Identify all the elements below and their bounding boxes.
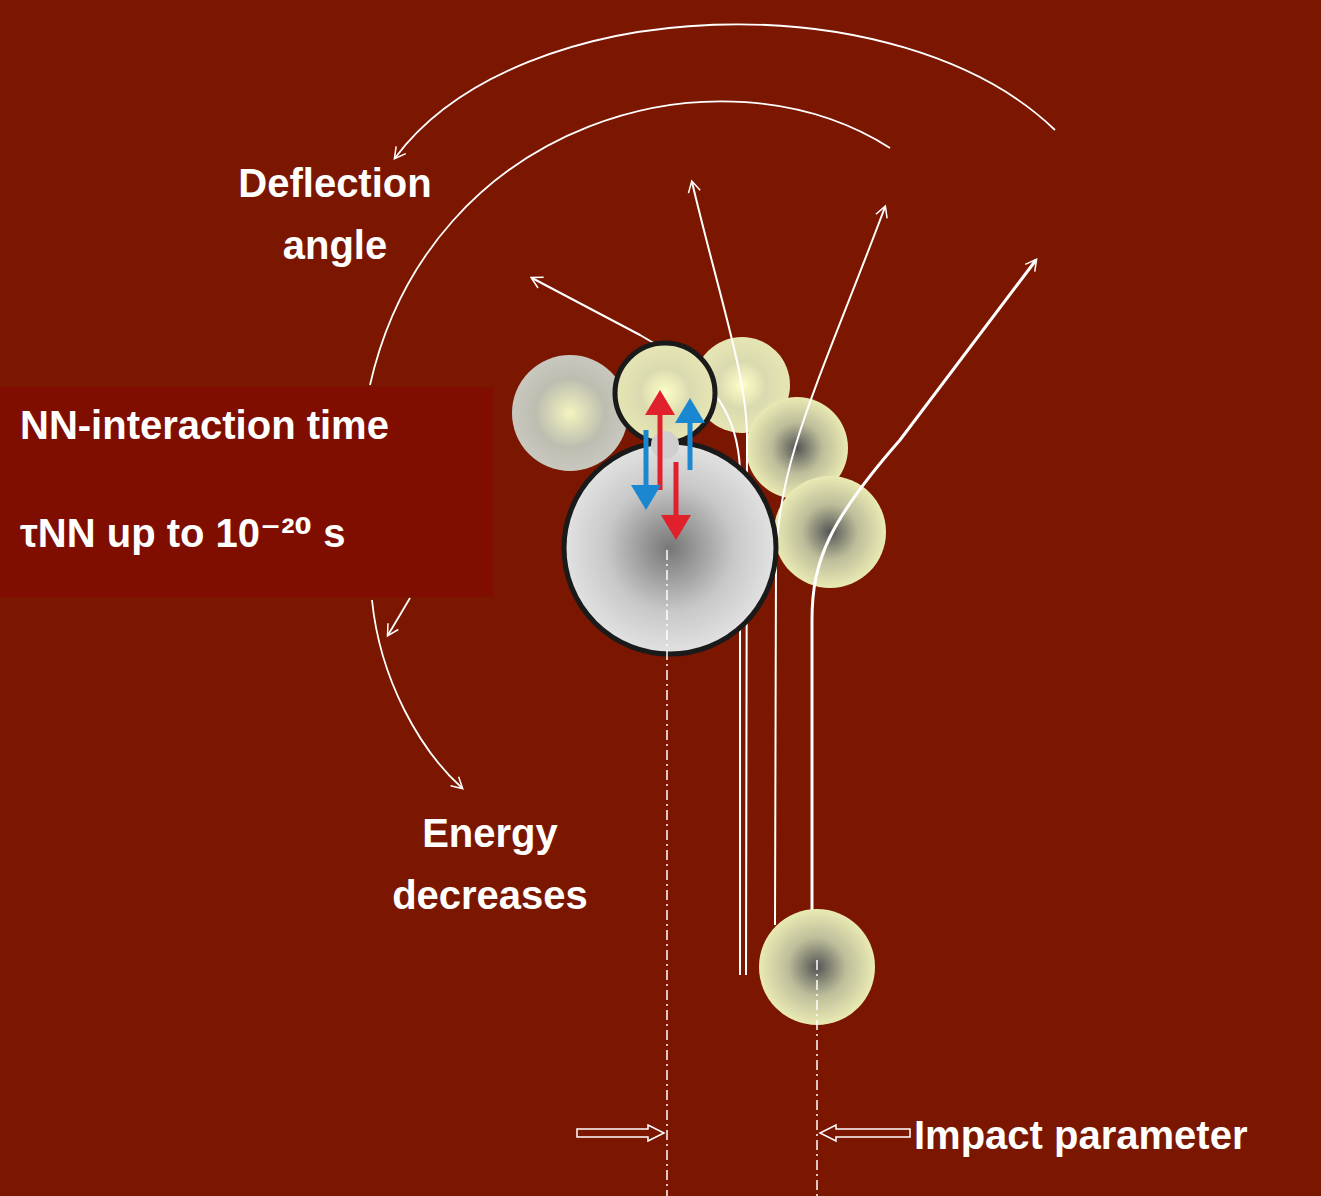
band-text: τNN up to 10⁻²⁰ s bbox=[20, 509, 473, 557]
band-text: NN-interaction time bbox=[20, 401, 473, 449]
annotation-label: Impact parameter bbox=[914, 1104, 1314, 1166]
annotation-label: Deflection angle bbox=[200, 152, 470, 276]
interaction-time-band: NN-interaction time τNN up to 10⁻²⁰ s bbox=[0, 387, 493, 597]
annotation-label: Energy decreases bbox=[355, 802, 625, 926]
